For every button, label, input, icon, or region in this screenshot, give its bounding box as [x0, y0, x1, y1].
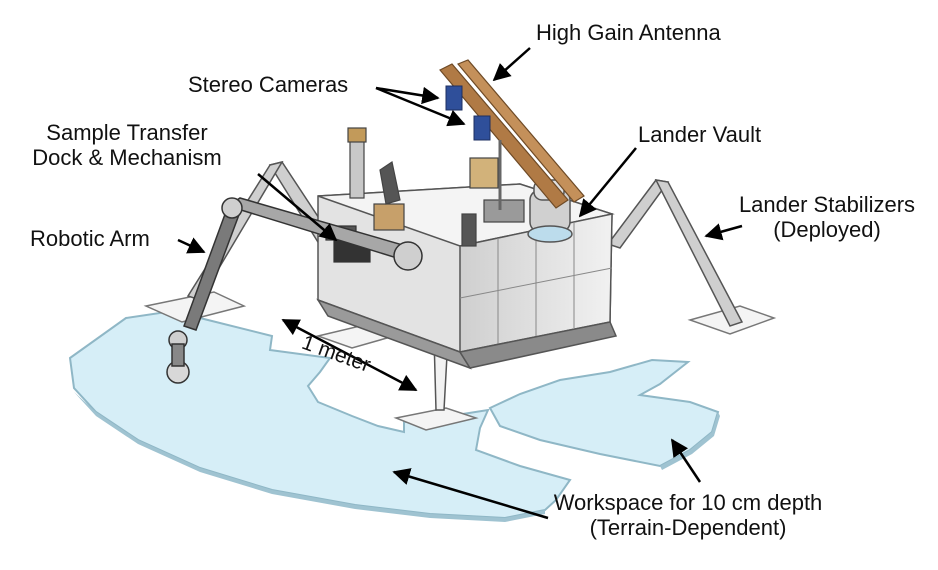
label-sample-transfer: Sample Transfer Dock & Mechanism: [12, 120, 242, 170]
label-lander-stabilizers-line1: Lander Stabilizers: [738, 192, 916, 217]
arrow-robotic-arm: [177, 237, 206, 254]
arrow-sample-transfer: [257, 173, 338, 242]
label-lander-vault: Lander Vault: [638, 122, 762, 147]
label-workspace-line1: Workspace for 10 cm depth: [553, 490, 823, 515]
deck-instruments: [347, 127, 525, 247]
label-lander-stabilizers: Lander Stabilizers (Deployed): [724, 192, 930, 242]
label-high-gain-antenna: High Gain Antenna: [536, 20, 721, 45]
arrow-stabilizers: [704, 223, 743, 241]
arrow-workspace-right: [670, 438, 702, 483]
high-gain-antenna: [439, 59, 585, 210]
label-sample-transfer-line1: Sample Transfer: [46, 120, 208, 145]
arrow-camera-right: [375, 86, 466, 127]
arrow-camera-left: [375, 86, 440, 105]
label-workspace: Workspace for 10 cm depth (Terrain-Depen…: [548, 490, 828, 540]
pointer-arrows: [177, 47, 743, 520]
label-robotic-arm: Robotic Arm: [30, 226, 150, 251]
label-stereo-cameras: Stereo Cameras: [188, 72, 349, 97]
label-workspace-line2: (Terrain-Dependent): [589, 515, 787, 540]
arrow-workspace-left: [392, 468, 549, 520]
label-sample-transfer-line2: Dock & Mechanism: [32, 145, 222, 170]
stereo-cameras: [445, 85, 491, 141]
arrow-antenna: [492, 47, 531, 82]
arrow-meter-span: [281, 318, 418, 392]
arrow-lander-vault: [578, 147, 637, 218]
workspace-region: [68, 308, 720, 522]
label-lander-stabilizers-line2: (Deployed): [773, 217, 881, 242]
